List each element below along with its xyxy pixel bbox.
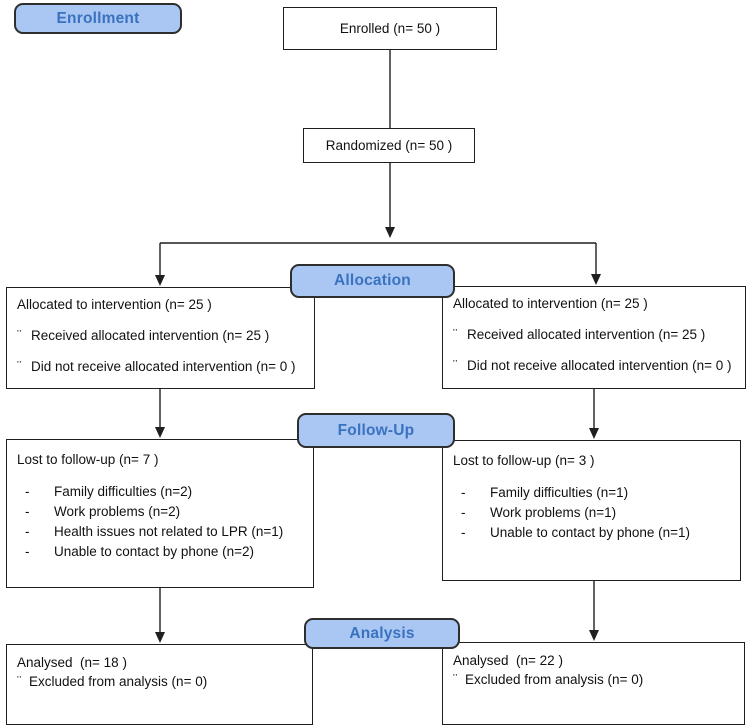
list-item: - Unable to contact by phone (n=1) — [453, 523, 740, 543]
box-title: Analysed (n= 18 ) — [17, 655, 127, 670]
list-item-text: Received allocated intervention (n= 25 ) — [467, 327, 706, 342]
list-item-text: Unable to contact by phone (n=1) — [490, 525, 691, 540]
box-title: Analysed (n= 22 ) — [453, 653, 563, 668]
bullet-marker: - — [25, 484, 30, 499]
bullet-marker: - — [25, 524, 30, 539]
box-title: Lost to follow-up (n= 7 ) — [17, 452, 159, 467]
list-item: - Unable to contact by phone (n=2) — [17, 542, 313, 562]
bullet-marker: - — [25, 504, 30, 519]
list-item: ¨ Received allocated intervention (n= 25… — [17, 327, 314, 344]
analysis-left-box: Analysed (n= 18 ) ¨ Excluded from analys… — [6, 644, 313, 725]
enrolled-box: Enrolled (n= 50 ) — [283, 7, 497, 50]
analysis-right-box: Analysed (n= 22 ) ¨ Excluded from analys… — [442, 642, 745, 725]
bullet-marker: ¨ — [453, 327, 458, 342]
allocation-right-box: Allocated to intervention (n= 25 ) ¨ Rec… — [442, 286, 746, 389]
list-item: - Work problems (n=2) — [17, 502, 313, 522]
bullet-marker: ¨ — [17, 674, 22, 689]
bullet-marker: ¨ — [17, 359, 22, 374]
list-item-text: Unable to contact by phone (n=2) — [54, 544, 255, 559]
stage-badge-label: Enrollment — [56, 9, 140, 27]
list-item-text: Family difficulties (n=2) — [54, 484, 193, 499]
randomized-label: Randomized (n= 50 ) — [325, 138, 453, 153]
list-item: - Family difficulties (n=2) — [17, 482, 313, 502]
bullet-marker: ¨ — [453, 358, 458, 373]
list-item-text: Family difficulties (n=1) — [490, 485, 629, 500]
allocation-left-box: Allocated to intervention (n= 25 ) ¨ Rec… — [6, 287, 315, 389]
list-item-text: Did not receive allocated intervention (… — [31, 359, 296, 374]
box-title: Allocated to intervention (n= 25 ) — [17, 297, 212, 312]
list-item-text: Excluded from analysis (n= 0) — [465, 672, 644, 687]
list-item: ¨ Received allocated intervention (n= 25… — [453, 326, 745, 343]
stage-badge-analysis: Analysis — [304, 618, 460, 649]
list-item: ¨ Excluded from analysis (n= 0) — [453, 671, 744, 688]
list-item-text: Received allocated intervention (n= 25 ) — [31, 328, 270, 343]
bullet-marker: ¨ — [453, 672, 458, 687]
stage-badge-enrollment: Enrollment — [14, 3, 182, 34]
bullet-marker: - — [461, 485, 466, 500]
list-item: - Work problems (n=1) — [453, 503, 740, 523]
list-item: ¨ Did not receive allocated intervention… — [17, 358, 314, 375]
stage-badge-followup: Follow-Up — [297, 413, 455, 448]
enrolled-label: Enrolled (n= 50 ) — [339, 21, 441, 36]
box-title: Allocated to intervention (n= 25 ) — [453, 296, 648, 311]
stage-badge-label: Allocation — [334, 272, 411, 289]
list-item-text: Work problems (n=1) — [490, 505, 617, 520]
bullet-marker: - — [25, 544, 30, 559]
bullet-marker: - — [461, 505, 466, 520]
list-item-text: Health issues not related to LPR (n=1) — [54, 524, 284, 539]
bullet-marker: - — [461, 525, 466, 540]
followup-left-box: Lost to follow-up (n= 7 ) - Family diffi… — [6, 439, 314, 588]
list-item: ¨ Excluded from analysis (n= 0) — [17, 673, 312, 690]
followup-right-box: Lost to follow-up (n= 3 ) - Family diffi… — [442, 440, 741, 581]
list-item: - Health issues not related to LPR (n=1) — [17, 522, 313, 542]
stage-badge-label: Analysis — [349, 624, 415, 642]
list-item-text: Did not receive allocated intervention (… — [467, 358, 732, 373]
list-item: ¨ Did not receive allocated intervention… — [453, 357, 745, 374]
stage-badge-allocation: Allocation — [290, 264, 455, 298]
list-item-text: Excluded from analysis (n= 0) — [29, 674, 208, 689]
box-title: Lost to follow-up (n= 3 ) — [453, 453, 595, 468]
randomized-box: Randomized (n= 50 ) — [303, 128, 475, 163]
list-item-text: Work problems (n=2) — [54, 504, 181, 519]
stage-badge-label: Follow-Up — [337, 421, 415, 439]
list-item: - Family difficulties (n=1) — [453, 483, 740, 503]
bullet-marker: ¨ — [17, 328, 22, 343]
